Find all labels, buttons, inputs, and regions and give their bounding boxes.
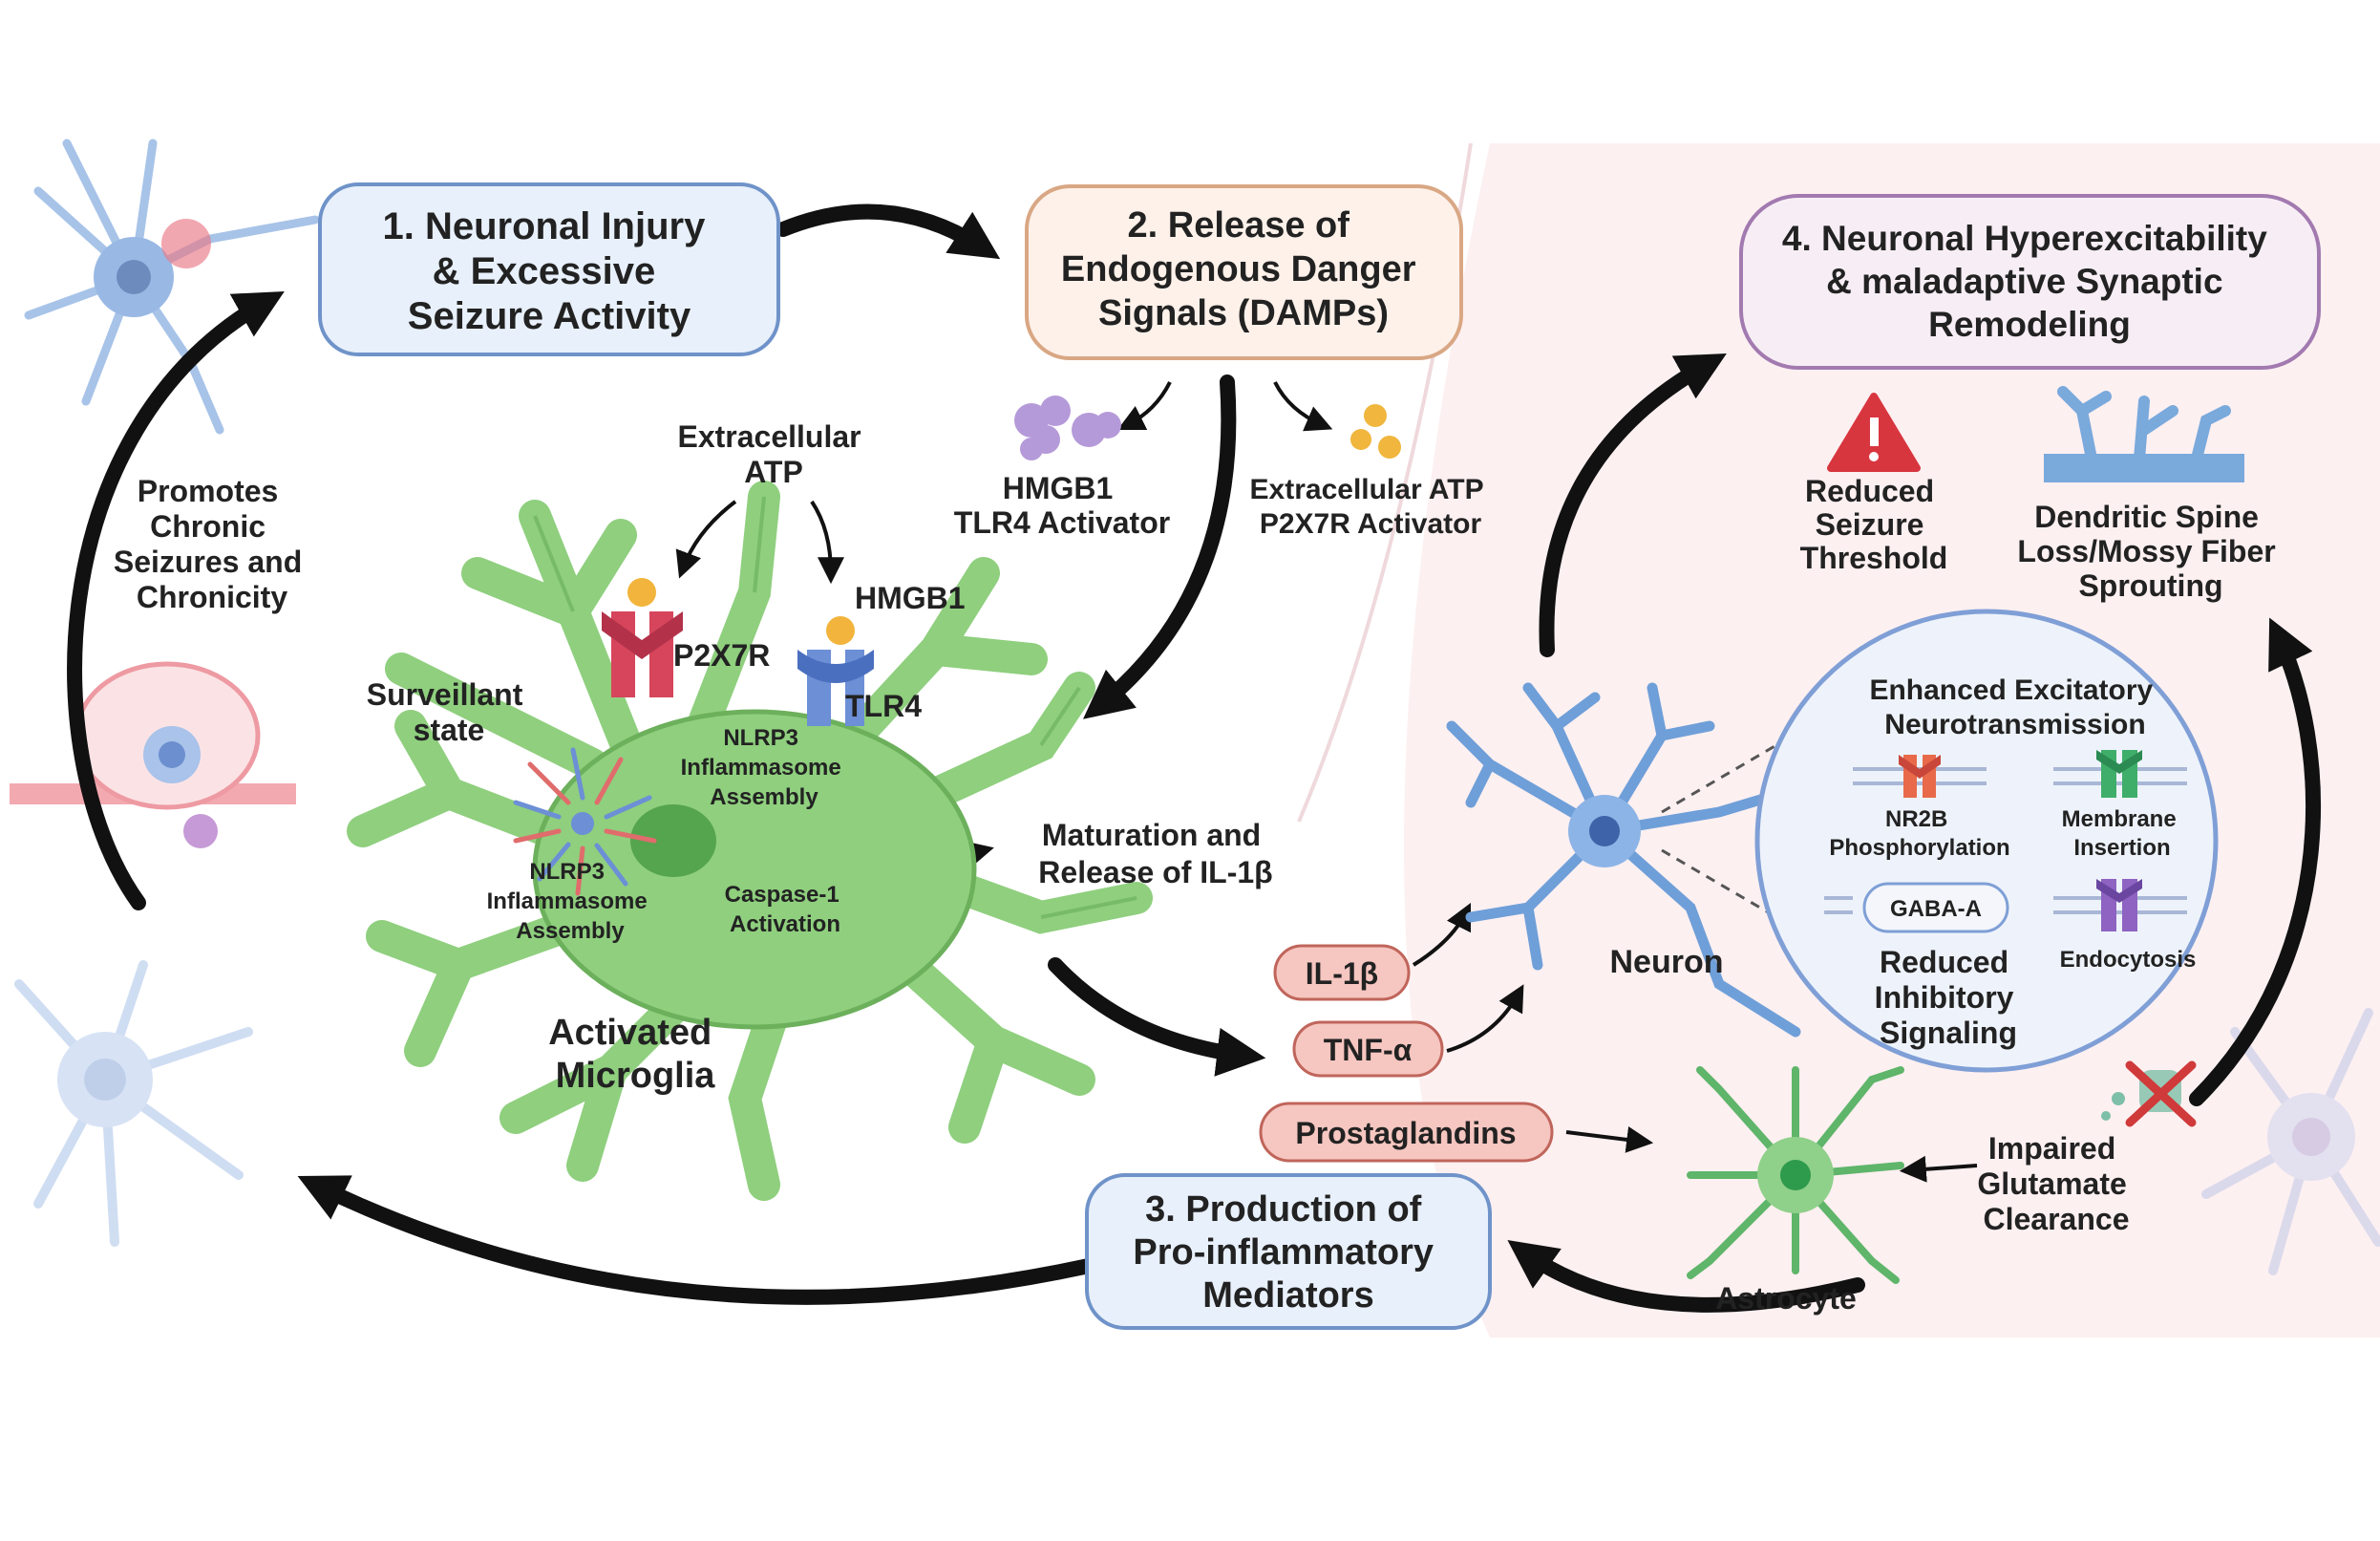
tnfa-pill (1292, 1020, 1444, 1078)
impaired-glutamate-label: Impaired Glutamate Clearance (1977, 1131, 2135, 1236)
il1b-label: IL-1β (1306, 956, 1378, 991)
extracellular-atp-label: Extracellular ATP (678, 419, 870, 489)
reduced-inhibitory-label: Reduced Inhibitory Signaling (1875, 945, 2023, 1050)
membrane-insertion-label: Membrane Insertion (2062, 806, 2183, 861)
nr2b-receptor-icon (1899, 755, 1941, 798)
nlrp3-assembly-top-label: NLRP3 Inflammasome Assembly (681, 725, 848, 810)
tlr4-label: TLR4 (845, 689, 922, 723)
arrow-mediators-to-neurons (297, 1175, 1096, 1305)
step1-title: 1. Neuronal Injury & Excessive Seizure A… (383, 205, 716, 337)
maturation-il1b-label: Maturation and Release of IL-1β (1038, 818, 1272, 889)
il1b-pill (1273, 944, 1411, 1001)
membrane-receptor-icon (2096, 750, 2142, 798)
atp-activator-label: Extracellular ATP P2X7R Activator (1250, 474, 1492, 540)
dendritic-spine-label: Dendritic Spine Loss/Mossy Fiber Sprouti… (2017, 500, 2284, 603)
p2x7r-label: P2X7R (673, 638, 770, 673)
prostaglandins-label: Prostaglandins (1295, 1116, 1516, 1150)
promotes-chronic-label: Promotes Chronic Seizures and Chronicity (114, 474, 310, 614)
neuron-label: Neuron (1610, 944, 1724, 980)
hmgb1-molecules-icon (1014, 396, 1121, 460)
step2-box (1025, 184, 1463, 360)
p2x7r-receptor-icon (602, 578, 683, 697)
reduced-threshold-label: Reduced Seizure Threshold (1800, 474, 1948, 575)
background-neuron-right (2201, 1008, 2380, 1275)
nlrp3-assembly-left-label: NLRP3 Inflammasome Assembly (487, 859, 654, 944)
atp-molecules-icon (1350, 404, 1401, 459)
arrow-astrocyte-to-mediators (1507, 1240, 1865, 1313)
step1-box (318, 182, 780, 356)
arrow-neuron-to-step4 (1539, 353, 1727, 657)
arrow-promotes-to-step1 (67, 290, 285, 910)
step3-box (1085, 1173, 1492, 1330)
nr2b-phosphorylation-label: NR2B Phosphorylation (1829, 806, 2009, 861)
impaired-transporter-icon (2101, 1060, 2197, 1127)
tnfa-label: TNF-α (1324, 1033, 1413, 1067)
nlrp3-inflammasome-icon (513, 747, 657, 896)
arrow-damps-to-microglia (1083, 375, 1237, 719)
enhanced-excitatory-label: Enhanced Excitatory Neurotransmission (1869, 674, 2160, 740)
background-neuron-bottom-left (14, 960, 253, 1247)
arrow-impaired-to-step4 (2189, 617, 2321, 1106)
caspase-activation-label: Caspase-1 Activation (725, 882, 846, 937)
astrocyte-illustration (1687, 1066, 1904, 1284)
gaba-a-label: GABA-A (1890, 896, 1982, 922)
tlr4-receptor-icon (797, 616, 874, 726)
cycle-arrows (67, 203, 2321, 1313)
arrow-step1-to-step2 (776, 203, 1001, 260)
gaba-a-pill (1862, 882, 2009, 933)
synapse-detail-panel (1754, 609, 2219, 1073)
dendritic-spine-icon (2044, 386, 2244, 482)
step4-title: 4. Neuronal Hyperexcitability & maladapt… (1782, 219, 2277, 344)
step2-title: 2. Release of Endogenous Danger Signals … (1061, 205, 1426, 333)
surveillant-state-label: Surveillant state (367, 677, 532, 747)
endocytosis-label: Endocytosis (2060, 947, 2197, 973)
astrocyte-label: Astrocyte (1715, 1281, 1857, 1316)
activated-microglia-illustration (347, 481, 1153, 1201)
prostaglandins-pill (1259, 1102, 1554, 1163)
step4-box (1739, 194, 2321, 370)
endocytosis-receptor-icon (2096, 879, 2142, 931)
warning-icon (1827, 393, 1921, 472)
activated-microglia-label: Activated Microglia (548, 1013, 722, 1096)
step3-title: 3. Production of Pro-inflammatory Mediat… (1133, 1189, 1443, 1316)
hmgb1-label: HMGB1 (855, 581, 966, 615)
background-neuron-top-left (24, 139, 320, 435)
arrow-microglia-to-mediators (1048, 957, 1266, 1077)
hmgb1-activator-label: HMGB1 TLR4 Activator (954, 471, 1170, 540)
